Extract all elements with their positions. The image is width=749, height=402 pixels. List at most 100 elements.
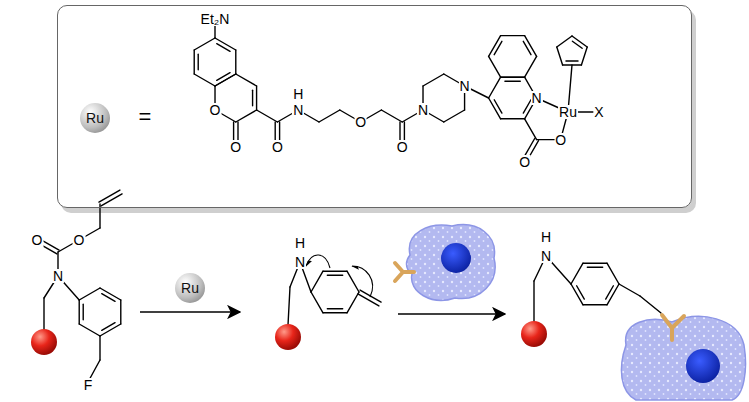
bond-line xyxy=(323,312,347,313)
bond-line xyxy=(347,292,359,313)
panel-ground xyxy=(57,5,692,208)
atom-label: N xyxy=(294,255,306,269)
bond-line xyxy=(79,324,100,336)
substrate-sphere xyxy=(275,324,301,350)
bond-line xyxy=(619,284,640,296)
bond-line xyxy=(489,77,501,98)
bond-line xyxy=(215,74,236,86)
bond-line xyxy=(501,118,525,119)
bond-line xyxy=(581,47,587,65)
bond-line xyxy=(43,298,44,330)
bond-line xyxy=(217,44,230,52)
cell-nucleus xyxy=(441,243,471,273)
substrate-sphere xyxy=(31,329,57,355)
bond-line xyxy=(381,110,402,122)
bond-line xyxy=(194,38,215,50)
bond-line xyxy=(577,286,585,299)
bond-line xyxy=(194,50,195,74)
bond-line xyxy=(83,304,84,319)
bond-line xyxy=(256,86,257,110)
bond-line xyxy=(525,119,537,140)
bond-line xyxy=(214,26,215,38)
atom-label: N xyxy=(459,79,471,93)
atom-label: F xyxy=(83,378,94,392)
bond-line xyxy=(99,336,100,360)
bond-line xyxy=(288,287,290,325)
atom-label: N xyxy=(531,91,543,105)
metal-label: Ru xyxy=(86,111,104,125)
atom-label: Ru xyxy=(558,105,578,119)
bond-line xyxy=(523,41,531,54)
cell-nucleus xyxy=(686,349,720,383)
bond-line xyxy=(79,300,80,324)
bond-line xyxy=(557,36,572,47)
ruthenium-sphere: Ru xyxy=(175,273,205,303)
ruthenium-sphere: Ru xyxy=(80,103,110,133)
bond-line xyxy=(587,267,602,268)
atom-label: O xyxy=(229,140,242,154)
atom-label: N xyxy=(417,103,429,117)
atom-label: O xyxy=(209,103,222,117)
bond-line xyxy=(640,296,661,313)
bond-line xyxy=(99,190,120,202)
bond-line xyxy=(311,271,323,292)
atom-label: O xyxy=(354,115,367,129)
atom-label: H xyxy=(294,236,306,250)
bond-line xyxy=(120,300,121,324)
atom-label: H xyxy=(292,87,304,101)
bond-line xyxy=(327,308,342,309)
atom-label: N xyxy=(540,249,552,263)
bond-line xyxy=(257,110,278,122)
scheme-panel: =Et₂NOOONHOONNNRuXOORu xyxy=(57,5,692,208)
cell-body xyxy=(621,317,745,400)
bond-line xyxy=(583,304,607,305)
bond-line xyxy=(358,294,379,306)
reaction-arrow xyxy=(140,311,240,313)
bond-line xyxy=(252,90,253,105)
bond-line xyxy=(235,50,236,74)
atom-label: X xyxy=(593,105,604,119)
bond-line xyxy=(489,56,501,77)
bond-line xyxy=(327,275,342,276)
bond-line xyxy=(557,47,563,65)
bond-line xyxy=(572,41,582,48)
atom-label: N xyxy=(52,269,64,283)
curly-arrow xyxy=(306,255,330,268)
equals-sign: = xyxy=(138,106,153,128)
bond-line xyxy=(323,271,347,272)
bond-line xyxy=(583,263,607,264)
bond-line xyxy=(505,81,520,82)
curly-arrow xyxy=(352,266,373,297)
bond-line xyxy=(319,110,340,122)
bond-line xyxy=(494,41,502,54)
antibody-symbol xyxy=(662,315,684,340)
atom-label: O xyxy=(518,155,531,169)
metal-label: Ru xyxy=(181,281,199,295)
bond-line xyxy=(501,77,525,78)
cell-body xyxy=(407,225,496,301)
bond-line xyxy=(198,54,199,69)
atom-label: H xyxy=(540,230,552,244)
atom-label: O xyxy=(31,233,44,247)
bond-line xyxy=(566,60,578,61)
bond-line xyxy=(311,292,323,313)
bond-line xyxy=(525,56,537,77)
atom-label: O xyxy=(554,133,567,147)
bond-line xyxy=(347,271,359,292)
bond-line xyxy=(494,100,502,113)
atom-label: O xyxy=(396,140,409,154)
bond-line xyxy=(79,288,100,300)
bond-line xyxy=(572,36,587,47)
bond-line xyxy=(102,294,115,302)
bond-line xyxy=(423,74,444,86)
substrate-sphere xyxy=(521,321,547,347)
bond-line xyxy=(571,263,583,284)
bond-lines xyxy=(36,26,661,382)
bond-line xyxy=(102,323,115,331)
bond-line xyxy=(501,76,525,77)
atom-label: Et₂N xyxy=(200,12,231,26)
bond-line xyxy=(533,281,534,322)
bond-line xyxy=(101,194,122,206)
